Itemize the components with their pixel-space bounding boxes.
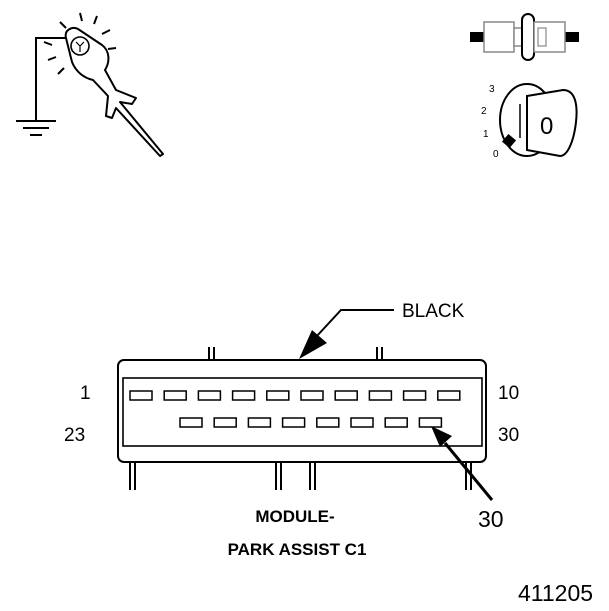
- pin-cavity: [418, 417, 443, 428]
- ignition-switch-icon: 3 2 1 0 0: [481, 83, 578, 160]
- pin-cavity: [368, 390, 393, 401]
- pin-cavity: [247, 417, 272, 428]
- ignition-position-1: 1: [483, 129, 489, 140]
- pin-cavity: [437, 390, 461, 401]
- pin-cavity: [213, 417, 237, 428]
- figure-number: 411205: [518, 580, 593, 606]
- cavity-row-2: [179, 417, 443, 428]
- row2-last-pin-label: 30: [498, 425, 519, 446]
- key-position-label: 0: [540, 113, 553, 140]
- callout-pin-label: 30: [478, 506, 504, 532]
- connector-color-label: BLACK: [402, 301, 465, 322]
- cavity-row-1: [129, 390, 461, 401]
- pin-cavity: [266, 390, 290, 401]
- row1-first-pin-label: 1: [80, 383, 91, 404]
- test-light-icon: [16, 12, 164, 157]
- pin-cavity: [231, 390, 256, 401]
- pin-cavity: [281, 417, 306, 428]
- pin-cavity: [179, 417, 203, 428]
- row2-first-pin-label: 23: [64, 425, 85, 446]
- pin-cavity: [334, 390, 358, 401]
- ignition-position-0: 0: [493, 149, 499, 160]
- pin-cavity: [350, 417, 374, 428]
- pin-cavity: [384, 417, 408, 428]
- pin-callout-arrow: [431, 426, 494, 501]
- color-callout: BLACK: [299, 301, 465, 359]
- connector-title-line1: MODULE-: [255, 507, 334, 526]
- pin-cavity: [300, 390, 324, 401]
- pin-cavity: [316, 417, 340, 428]
- pin-cavity: [402, 390, 427, 401]
- ground-symbol-icon: [16, 120, 56, 136]
- connector-title-line2: PARK ASSIST C1: [228, 540, 367, 559]
- pin-cavity: [129, 390, 153, 401]
- ignition-position-2: 2: [481, 106, 487, 117]
- connector-disconnected-icon: [470, 13, 579, 61]
- pin-cavity: [197, 390, 222, 401]
- row1-last-pin-label: 10: [498, 383, 519, 404]
- ignition-position-3: 3: [489, 84, 495, 95]
- pin-cavity: [163, 390, 187, 401]
- connector-body: [117, 347, 487, 490]
